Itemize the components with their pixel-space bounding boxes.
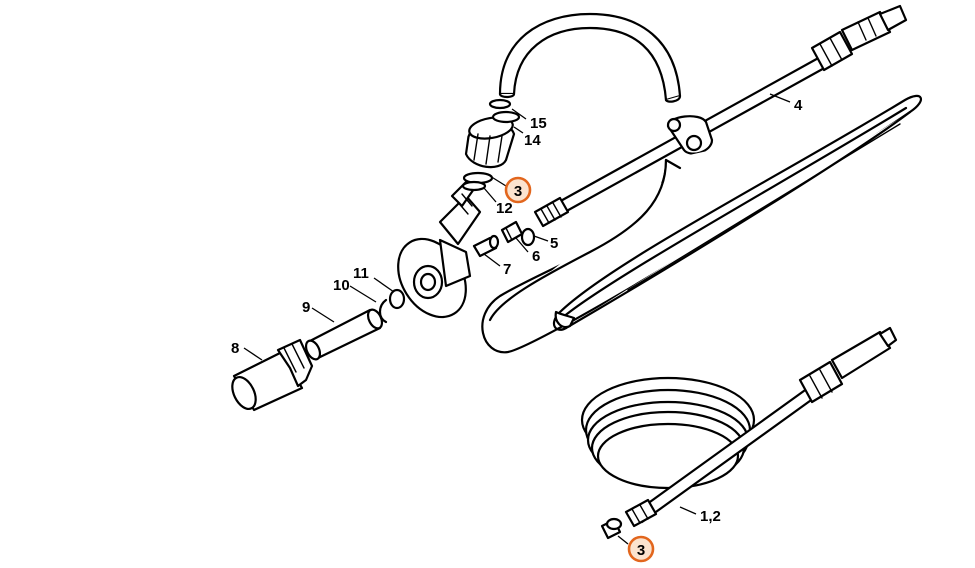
coiled-hose [580, 326, 898, 528]
pin-7 [472, 234, 500, 258]
highlight-callout-3-bottom: 3 [627, 535, 655, 563]
callout-10: 10 [333, 277, 350, 294]
callout-4: 4 [794, 97, 803, 114]
nozzle-insert-6 [500, 220, 524, 244]
callout-5: 5 [550, 235, 558, 252]
handle-part-8 [231, 338, 314, 412]
wand-holder [481, 94, 922, 354]
callout-14: 14 [524, 132, 541, 149]
callout-9: 9 [302, 299, 310, 316]
callout-labels: 15 14 12 4 5 6 7 11 10 9 8 1,2 [231, 97, 803, 525]
cap-part-3 [600, 517, 623, 540]
callout-15: 15 [530, 115, 547, 132]
callout-11: 11 [353, 265, 369, 282]
tube-part-9 [304, 308, 384, 361]
callout-12: 12 [496, 200, 513, 217]
highlight-callout-3-top: 3 [504, 176, 532, 204]
callout-7: 7 [503, 261, 511, 278]
spray-lance [533, 4, 908, 228]
callout-1-2: 1,2 [700, 508, 721, 525]
callout-3-bottom: 3 [637, 542, 645, 559]
clip-part-15 [488, 98, 521, 124]
callout-6: 6 [532, 248, 540, 265]
callout-8: 8 [231, 340, 239, 357]
callout-3-top: 3 [514, 183, 522, 200]
leader-lines [243, 93, 791, 545]
hose-arc [498, 12, 682, 103]
